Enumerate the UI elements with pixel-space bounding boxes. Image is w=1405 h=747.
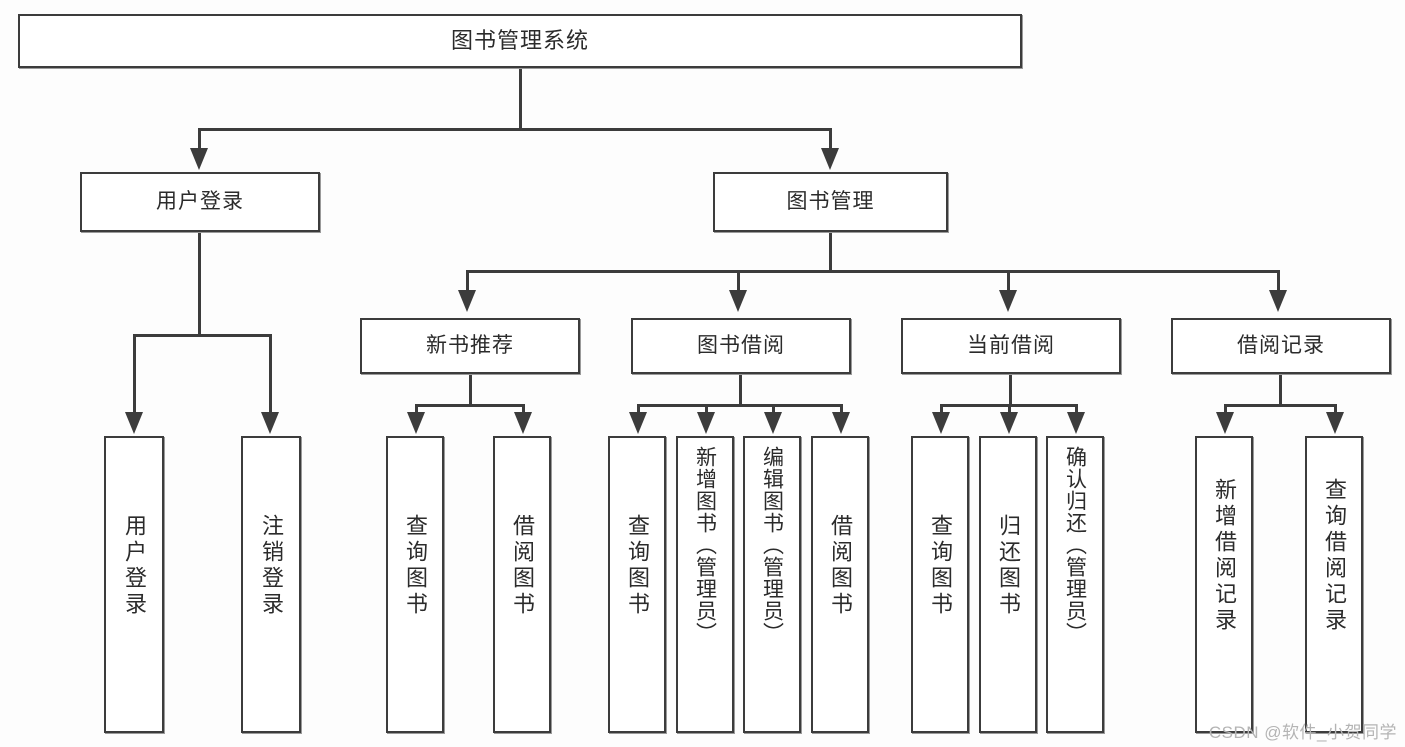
leaf-borrow-query-book[interactable]: 查询图书 xyxy=(608,436,666,733)
node-book-borrow[interactable]: 图书借阅 xyxy=(631,318,851,374)
arrow-to-leaf-br-search xyxy=(1326,412,1344,434)
connector-cb-stem xyxy=(1009,374,1012,406)
arrow-to-book-borrow xyxy=(729,290,747,312)
arrow-to-leaf-bb-query xyxy=(629,412,647,434)
connector-root-left-drop xyxy=(198,128,201,150)
connector-br-stem xyxy=(1279,374,1282,406)
arrow-to-leaf-cb-query xyxy=(932,412,950,434)
arrow-to-borrow-record xyxy=(1269,290,1287,312)
node-label: 归还图书 xyxy=(996,514,1021,618)
leaf-record-search-record[interactable]: 查询借阅记录 xyxy=(1305,436,1363,733)
leaf-borrow-add-book-admin[interactable]: 新增图书（管理员） xyxy=(676,436,734,733)
arrow-to-leaf-br-add xyxy=(1216,412,1234,434)
csdn-watermark: CSDN @软件_小贺同学 xyxy=(1208,723,1397,742)
connector-bb-bus xyxy=(637,404,843,407)
connector-bm-drop-3 xyxy=(1007,270,1010,292)
leaf-user-logout[interactable]: 注销登录 xyxy=(241,436,301,733)
connector-user-login-bus xyxy=(133,334,272,337)
leaf-record-add-record[interactable]: 新增借阅记录 xyxy=(1195,436,1253,733)
node-label: 新书推荐 xyxy=(426,333,514,357)
connector-cb-drop-3 xyxy=(1075,404,1078,414)
connector-bm-drop-2 xyxy=(737,270,740,292)
connector-bb-drop-4 xyxy=(840,404,843,414)
connector-bb-drop-2 xyxy=(705,404,708,414)
arrow-to-new-book-rec xyxy=(458,290,476,312)
connector-root-stem xyxy=(519,68,522,130)
arrow-to-leaf-cb-return xyxy=(1000,412,1018,434)
arrow-to-leaf-bb-add xyxy=(697,412,715,434)
node-label: 图书管理系统 xyxy=(450,28,589,54)
node-label: 用户登录 xyxy=(122,514,147,618)
node-label: 新增图书（管理员） xyxy=(693,446,717,644)
arrow-to-leaf-user-logout xyxy=(261,412,279,434)
leaf-current-confirm-return-admin[interactable]: 确认归还（管理员） xyxy=(1046,436,1104,733)
connector-bb-drop-3 xyxy=(772,404,775,414)
node-root-system[interactable]: 图书管理系统 xyxy=(18,14,1022,68)
connector-br-bus xyxy=(1224,404,1337,407)
node-new-book-recommend[interactable]: 新书推荐 xyxy=(360,318,580,374)
arrow-to-leaf-nbr-query xyxy=(407,412,425,434)
node-label: 借阅图书 xyxy=(828,514,853,618)
connector-br-drop-2 xyxy=(1334,404,1337,414)
arrow-to-leaf-cb-confirm xyxy=(1067,412,1085,434)
leaf-borrow-lend-book[interactable]: 借阅图书 xyxy=(811,436,869,733)
leaf-current-query-book[interactable]: 查询图书 xyxy=(911,436,969,733)
connector-nbr-bus xyxy=(415,404,525,407)
node-label: 查询图书 xyxy=(928,514,953,618)
node-label: 用户登录 xyxy=(156,189,244,213)
connector-user-login-stem xyxy=(198,232,201,336)
leaf-user-login[interactable]: 用户登录 xyxy=(104,436,164,733)
node-label: 新增借阅记录 xyxy=(1212,478,1237,634)
connector-user-login-bus-left xyxy=(133,334,136,414)
node-label: 编辑图书（管理员） xyxy=(760,446,784,644)
connector-user-login-bus-right xyxy=(269,334,272,414)
connector-book-manage-bus xyxy=(466,270,1280,273)
connector-nbr-drop-1 xyxy=(415,404,418,414)
arrow-to-leaf-user-login xyxy=(125,412,143,434)
connector-book-manage-stem xyxy=(829,232,832,272)
node-label: 注销登录 xyxy=(259,514,284,618)
leaf-newbook-borrow-book[interactable]: 借阅图书 xyxy=(493,436,551,733)
connector-nbr-stem xyxy=(469,374,472,406)
leaf-current-return-book[interactable]: 归还图书 xyxy=(979,436,1037,733)
leaf-newbook-query-book[interactable]: 查询图书 xyxy=(386,436,444,733)
arrow-to-current-borrow xyxy=(999,290,1017,312)
connector-nbr-drop-2 xyxy=(522,404,525,414)
arrow-to-leaf-bb-edit xyxy=(764,412,782,434)
connector-root-bus xyxy=(198,128,832,131)
node-label: 图书管理 xyxy=(786,189,875,213)
node-label: 借阅记录 xyxy=(1237,333,1325,357)
connector-bb-stem xyxy=(739,374,742,406)
node-label: 图书借阅 xyxy=(697,333,785,357)
arrow-to-leaf-bb-lend xyxy=(832,412,850,434)
node-label: 查询借阅记录 xyxy=(1322,478,1347,634)
connector-bb-drop-1 xyxy=(637,404,640,414)
connector-bm-drop-1 xyxy=(466,270,469,292)
connector-root-right-drop xyxy=(829,128,832,150)
node-book-management[interactable]: 图书管理 xyxy=(713,172,948,232)
node-label: 查询图书 xyxy=(625,514,650,618)
leaf-borrow-edit-book-admin[interactable]: 编辑图书（管理员） xyxy=(743,436,801,733)
node-label: 查询图书 xyxy=(403,514,428,618)
connector-cb-drop-2 xyxy=(1008,404,1011,414)
connector-br-drop-1 xyxy=(1224,404,1227,414)
connector-cb-drop-1 xyxy=(940,404,943,414)
connector-bm-drop-4 xyxy=(1277,270,1280,292)
arrow-to-leaf-nbr-borrow xyxy=(514,412,532,434)
arrow-to-user-login xyxy=(190,148,208,170)
node-label: 当前借阅 xyxy=(967,333,1055,357)
node-user-login[interactable]: 用户登录 xyxy=(80,172,320,232)
node-label: 确认归还（管理员） xyxy=(1063,446,1087,644)
node-label: 借阅图书 xyxy=(510,514,535,618)
arrow-to-book-manage xyxy=(821,148,839,170)
node-current-borrow[interactable]: 当前借阅 xyxy=(901,318,1121,374)
node-borrow-record[interactable]: 借阅记录 xyxy=(1171,318,1391,374)
